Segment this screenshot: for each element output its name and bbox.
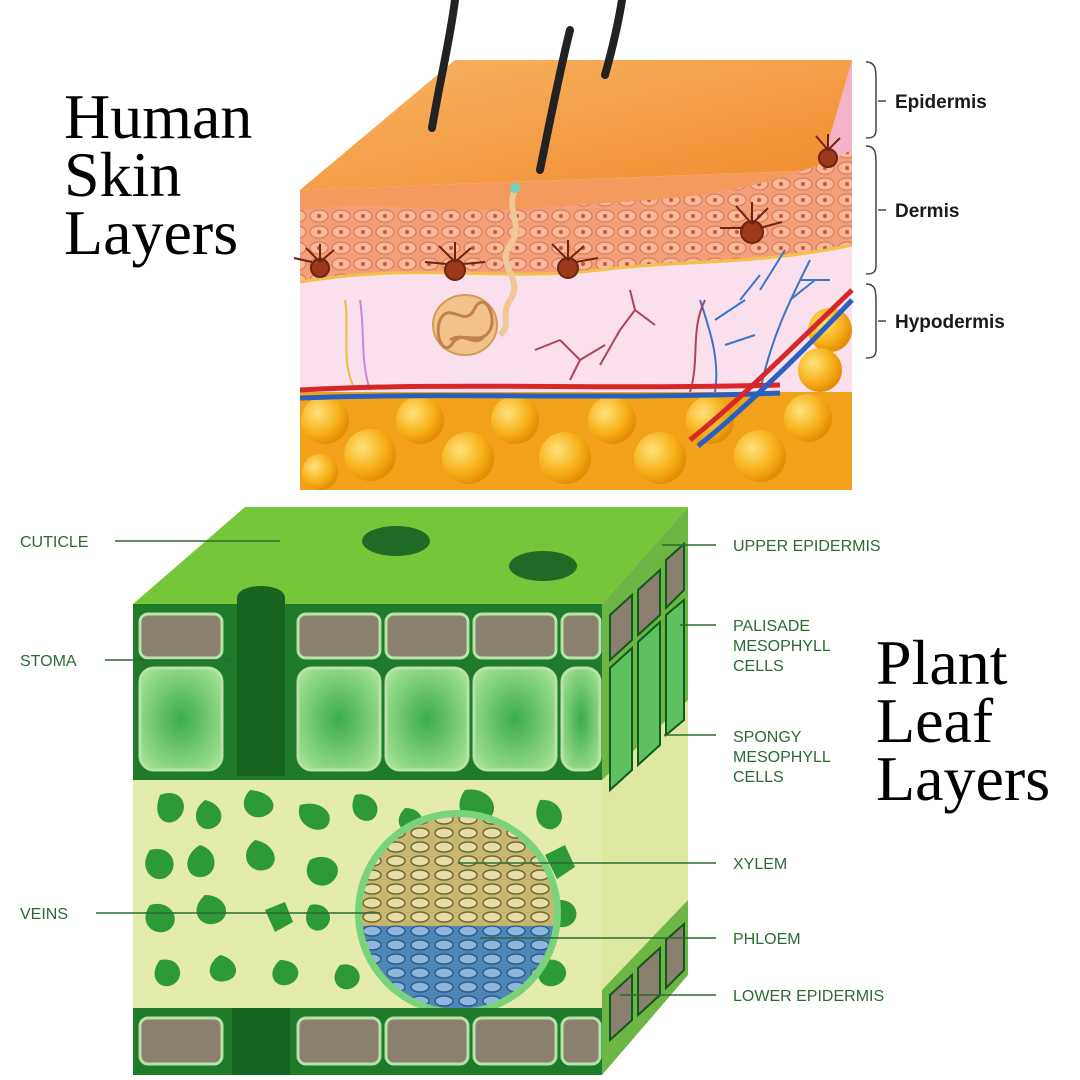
- skin-title-line-3: Layers: [64, 197, 239, 268]
- phloem-label: PHLOEM: [733, 931, 801, 948]
- dermis-label: Dermis: [895, 201, 959, 222]
- leaf-leader-lines: [96, 540, 716, 996]
- vein-branch: [696, 298, 854, 448]
- veins-label: VEINS: [20, 906, 68, 923]
- hair-shaft: [428, 0, 459, 132]
- upper-epidermis-label: UPPER EPIDERMIS: [733, 538, 881, 555]
- skin-block: [293, 0, 854, 490]
- skin-label-brackets: [865, 61, 886, 359]
- upper-epidermis-cells: [138, 612, 602, 660]
- sweat-pore: [510, 183, 520, 193]
- melanocytes: [293, 134, 841, 281]
- spongy-label-line-1: SPONGY: [733, 729, 802, 746]
- dermis-vessels: [344, 249, 830, 393]
- epidermis-cell-layer: [300, 150, 852, 285]
- epidermis-label: Epidermis: [895, 92, 987, 113]
- stoma-opening-top: [362, 526, 430, 556]
- spongy-cells: [145, 789, 577, 990]
- lower-epidermis-cells: [138, 1016, 602, 1066]
- palisade-cells: [138, 666, 602, 772]
- basement-membrane: [299, 243, 853, 284]
- leaf-block: [133, 507, 688, 1075]
- stoma-label: STOMA: [20, 653, 77, 670]
- epidermis-bracket: [865, 61, 877, 139]
- lower-epidermis-label: LOWER EPIDERMIS: [733, 988, 884, 1005]
- cuticle-top-face: [133, 507, 688, 604]
- melanocyte: [551, 240, 599, 279]
- leaf-title-line-1: Plant: [876, 627, 1008, 698]
- cuticle-label: CUTICLE: [20, 534, 88, 551]
- leaf-diagram-title: Plant Leaf Layers: [876, 627, 1051, 814]
- melanocyte: [424, 242, 486, 281]
- leaf-title-line-2: Leaf: [876, 685, 994, 756]
- artery: [299, 382, 781, 393]
- hypodermis-bracket: [865, 283, 877, 359]
- palisade-label-line-1: PALISADE: [733, 618, 810, 635]
- sweat-gland: [432, 183, 520, 356]
- stoma: [237, 586, 285, 776]
- phloem-tissue: [362, 926, 554, 1009]
- spongy-label-line-2: MESOPHYLL: [733, 749, 831, 766]
- palisade-label-line-3: CELLS: [733, 658, 784, 675]
- artery-branch: [688, 288, 854, 442]
- fat-cells: [301, 308, 852, 490]
- melanocyte: [293, 244, 335, 278]
- lower-stoma: [232, 1008, 290, 1075]
- epidermis-top-face: [300, 60, 852, 190]
- stoma-opening-top: [509, 551, 577, 581]
- leaf-title-line-3: Layers: [876, 743, 1051, 814]
- xylem-tissue: [362, 817, 554, 926]
- hair-shaft: [536, 26, 574, 174]
- skin-title-line-2: Skin: [64, 139, 182, 210]
- side-cells: [609, 541, 685, 1043]
- vein: [299, 390, 781, 401]
- melanocyte: [720, 202, 783, 244]
- skin-title-line-1: Human: [64, 81, 253, 152]
- skin-diagram-title: Human Skin Layers: [64, 81, 253, 268]
- dermis-bracket: [865, 145, 877, 275]
- hair-shaft: [601, 0, 626, 79]
- spongy-label-line-3: CELLS: [733, 769, 784, 786]
- palisade-label-line-2: MESOPHYLL: [733, 638, 831, 655]
- melanocyte: [815, 134, 841, 168]
- hypodermis-label: Hypodermis: [895, 312, 1005, 333]
- hairs: [428, 0, 626, 174]
- vein-bundle: [355, 810, 561, 1016]
- xylem-label: XYLEM: [733, 856, 787, 873]
